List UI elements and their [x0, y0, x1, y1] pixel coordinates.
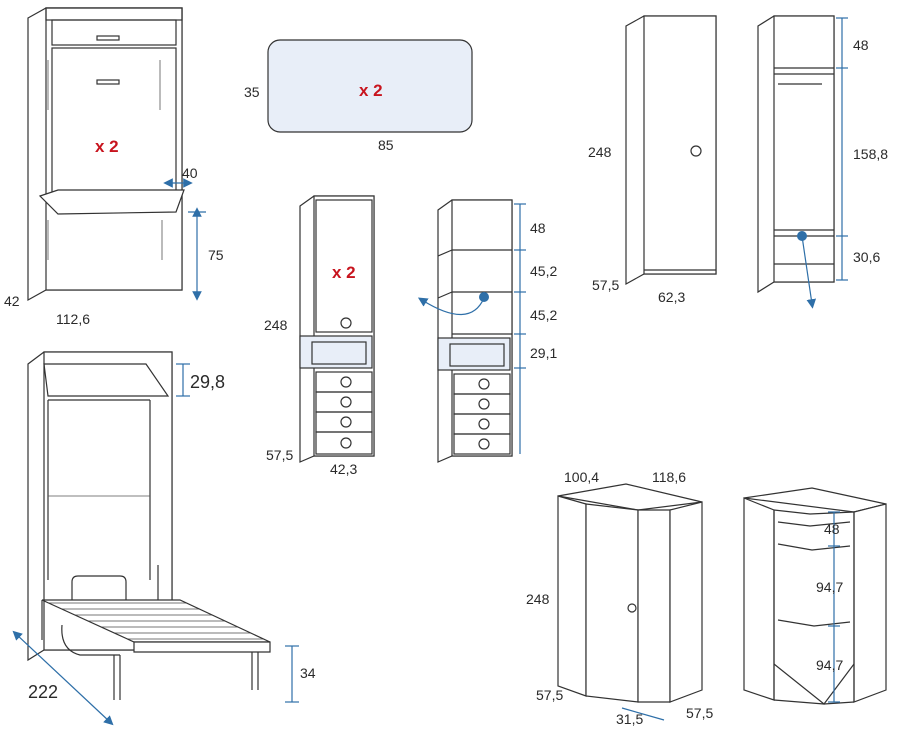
bookcase-closed: x 2 248 57,5 42,3	[264, 195, 375, 477]
wall-bed-open: 29,8 34 222	[12, 351, 316, 726]
width-label: 112,6	[56, 311, 90, 327]
desk-shelf	[38, 189, 185, 215]
headboard-panel: x 2 35 85	[244, 39, 473, 153]
wardrobe-width-label: 62,3	[658, 289, 685, 305]
panel-qty-label: x 2	[359, 81, 383, 100]
corner-base-left: 57,5	[536, 687, 563, 703]
drawer-arrow	[801, 235, 817, 309]
rotate-arrow	[417, 297, 485, 316]
wardrobe-open: 48 158,8 30,6	[757, 15, 888, 309]
corner-height: 248	[526, 591, 550, 607]
wardrobe-depth-label: 57,5	[592, 277, 619, 293]
panel-width-label: 85	[378, 137, 394, 153]
top-height-label: 29,8	[190, 372, 225, 392]
corner-shelf-low: 94,7	[816, 657, 843, 673]
bookcase-open: 48 45,2 45,2 29,1	[417, 199, 557, 463]
bookcase-shelf-2: 45,2	[530, 263, 557, 279]
bookcase-qty-label: x 2	[332, 263, 356, 282]
wardrobe-bottom-label: 30,6	[853, 249, 880, 265]
corner-front: 31,5	[616, 711, 643, 727]
corner-wardrobe-open: 48 94,7 94,7	[743, 487, 887, 705]
corner-shelf-mid: 94,7	[816, 579, 843, 595]
wall-bed-cabinet	[45, 7, 183, 291]
corner-depth-right: 118,6	[652, 469, 686, 485]
corner-base-right: 57,5	[686, 705, 713, 721]
rotate-pivot	[479, 292, 489, 302]
wardrobe-height-label: 248	[588, 144, 612, 160]
bookcase-shelf-1: 48	[530, 220, 546, 236]
corner-wardrobe-closed: 100,4 118,6 248 57,5 57,5 31,5	[526, 469, 713, 727]
desk-height-label: 75	[208, 247, 224, 263]
bookcase-height-label: 248	[264, 317, 288, 333]
bed-height-label: 34	[300, 665, 316, 681]
wardrobe-top-label: 48	[853, 37, 869, 53]
bookcase-niche: 29,1	[530, 345, 557, 361]
wardrobe-closed: 248 57,5 62,3	[588, 15, 717, 305]
wardrobe-middle-label: 158,8	[853, 146, 888, 162]
panel-height-label: 35	[244, 84, 260, 100]
bookcase-shelf-3: 45,2	[530, 307, 557, 323]
corner-shelf-top: 48	[824, 521, 840, 537]
wall-bed-front: x 2 40 75 42 112,6	[4, 7, 224, 327]
corner-depth-left: 100,4	[564, 469, 599, 485]
wardrobe-door	[643, 15, 717, 275]
bookcase-width-label: 42,3	[330, 461, 357, 477]
qty-label: x 2	[95, 137, 119, 156]
corner-door	[585, 503, 639, 703]
bed-length-label: 222	[28, 682, 58, 702]
bookcase-depth-label: 57,5	[266, 447, 293, 463]
panel-board	[267, 39, 473, 133]
depth-label: 42	[4, 293, 20, 309]
wardrobe-knob	[690, 145, 702, 157]
bookcase-body	[313, 195, 375, 457]
desk-depth-label: 40	[182, 165, 198, 181]
